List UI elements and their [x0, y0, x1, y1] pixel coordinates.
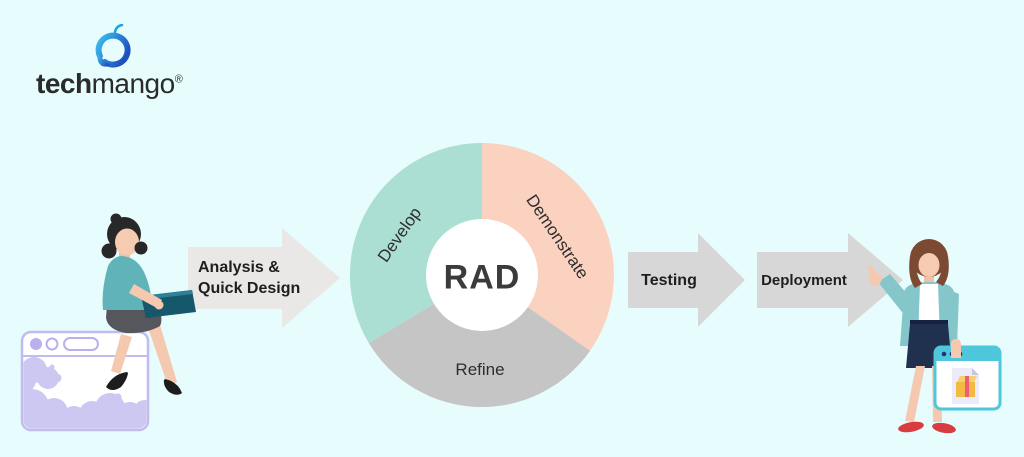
mango-icon — [95, 24, 131, 68]
window-address-pill — [63, 337, 99, 351]
rad-cycle-donut — [349, 142, 614, 408]
left-illustration-woman-laptop — [20, 213, 196, 432]
logo-text-mango: mango — [91, 68, 176, 99]
browser-window — [20, 330, 150, 432]
window-dot-filled — [30, 338, 42, 350]
analysis-quick-design-label: Analysis & Quick Design — [198, 257, 300, 299]
rad-center-label: RAD — [443, 258, 521, 297]
testing-label: Testing — [641, 272, 697, 289]
app-window — [933, 339, 1002, 411]
analysis-line2: Quick Design — [198, 280, 301, 297]
analysis-line1: Analysis & — [198, 259, 280, 276]
techmango-logo: techmango® — [36, 24, 206, 102]
logo-wordmark: techmango® — [36, 68, 183, 100]
window-dot-outline — [45, 337, 59, 351]
deployment-label: Deployment — [761, 272, 847, 289]
registered-mark: ® — [174, 73, 183, 86]
donut-center-circle — [426, 219, 538, 331]
refine-segment-label: Refine — [455, 360, 505, 379]
cloud-graphics — [23, 357, 147, 429]
segment-demonstrate — [482, 143, 614, 351]
right-illustration-woman-window — [867, 239, 1002, 434]
package-document-icon — [952, 368, 979, 404]
segment-refine — [368, 275, 591, 408]
logo-text-tech: tech — [36, 68, 92, 99]
woman-figure-left — [101, 213, 196, 395]
